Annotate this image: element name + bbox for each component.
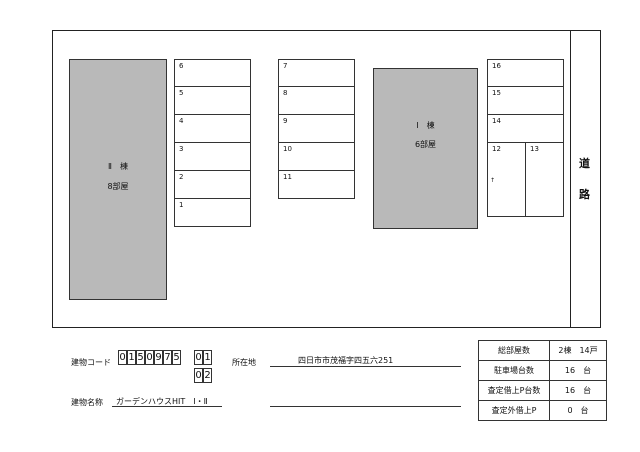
parking-stall: 5: [174, 87, 251, 115]
parking-stall: 14: [487, 115, 564, 143]
parking-stall: 12 ↑: [487, 143, 526, 217]
sub-code-digit: 0: [194, 350, 203, 365]
info-key: 査定外借上P: [478, 400, 550, 421]
info-key: 総部屋数: [478, 340, 550, 361]
table-row: 総部屋数 2棟 14戸: [478, 340, 607, 361]
info-key: 駐車場台数: [478, 360, 550, 381]
code-digit: 9: [154, 350, 163, 365]
extra-line: [270, 393, 461, 407]
sub-code-digit: 2: [203, 368, 212, 383]
building-i: Ⅰ 棟 6部屋: [373, 68, 478, 229]
building-i-name: Ⅰ 棟: [416, 121, 435, 130]
table-row: 駐車場台数 16 台: [478, 360, 607, 381]
code-digit: 0: [118, 350, 127, 365]
building-ii-rooms: 8部屋: [107, 182, 129, 191]
info-value: 0 台: [549, 400, 607, 421]
road-divider: [570, 30, 571, 328]
parking-stall: 15: [487, 87, 564, 115]
info-table: 総部屋数 2棟 14戸 駐車場台数 16 台 査定借上P台数 16 台 査定外借…: [478, 340, 607, 421]
parking-stall: 7: [278, 59, 355, 87]
site-map: [52, 30, 601, 328]
table-row: 査定借上P台数 16 台: [478, 380, 607, 401]
location-line: [270, 353, 461, 367]
building-code-label: 建物コード: [71, 358, 111, 367]
parking-stall: 10: [278, 143, 355, 171]
info-value: 2棟 14戸: [549, 340, 607, 361]
code-digit: 0: [145, 350, 154, 365]
parking-stall: 9: [278, 115, 355, 143]
table-row: 査定外借上P 0 台: [478, 400, 607, 421]
code-digit: 5: [172, 350, 181, 365]
sub-code-digit: 1: [203, 350, 212, 365]
code-digit: 1: [127, 350, 136, 365]
parking-stall: 13: [525, 143, 564, 217]
parking-stall: 2: [174, 171, 251, 199]
sub-code-digit: 0: [194, 368, 203, 383]
parking-stall: 3: [174, 143, 251, 171]
building-name-value: ガーデンハウスHIT Ⅰ・Ⅱ: [116, 397, 208, 406]
parking-stall: 1: [174, 199, 251, 227]
road-label-1: 道: [579, 157, 590, 170]
building-name-line: [112, 393, 222, 407]
parking-stall: 6: [174, 59, 251, 87]
road-label-2: 路: [579, 188, 590, 201]
parking-stall: 16: [487, 59, 564, 87]
info-value: 16 台: [549, 380, 607, 401]
code-digit: 5: [136, 350, 145, 365]
stall-mark: ↑: [490, 177, 496, 184]
parking-stall: 8: [278, 87, 355, 115]
info-value: 16 台: [549, 360, 607, 381]
parking-stall: 4: [174, 115, 251, 143]
building-ii-name: Ⅱ 棟: [108, 162, 128, 171]
code-digit: 7: [163, 350, 172, 365]
building-name-label: 建物名称: [71, 398, 103, 407]
info-key: 査定借上P台数: [478, 380, 550, 401]
building-ii: Ⅱ 棟 8部屋: [69, 59, 167, 300]
location-value: 四日市市茂福字四五六251: [298, 356, 394, 365]
building-i-rooms: 6部屋: [414, 140, 437, 149]
parking-stall: 11: [278, 171, 355, 199]
location-label: 所在地: [232, 358, 256, 367]
